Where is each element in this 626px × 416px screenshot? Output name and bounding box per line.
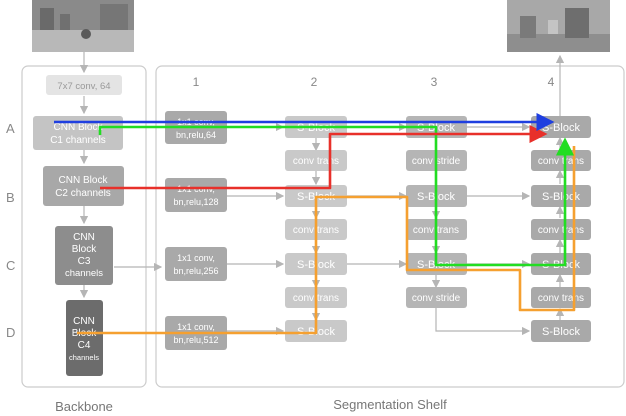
- svg-text:S-Block: S-Block: [542, 326, 580, 338]
- conv1x1-b: 1x1 conv, bn,relu,128: [165, 178, 227, 212]
- svg-text:conv trans: conv trans: [538, 293, 584, 304]
- cnn-block-c: CNN Block C3 channels: [55, 226, 113, 285]
- sblock-d4: S-Block: [531, 320, 591, 342]
- svg-text:conv stride: conv stride: [412, 293, 461, 304]
- svg-text:channels: channels: [65, 268, 103, 279]
- svg-text:CNN Block: CNN Block: [54, 122, 104, 133]
- svg-text:CNN: CNN: [73, 316, 95, 327]
- input-image: [32, 0, 134, 52]
- svg-text:bn,relu,128: bn,relu,128: [173, 197, 218, 207]
- orange-path: [77, 146, 576, 335]
- conv1x1-c: 1x1 conv, bn,relu,256: [165, 247, 227, 281]
- svg-text:bn,relu,64: bn,relu,64: [176, 130, 216, 140]
- shelf-caption: Segmentation Shelf: [333, 397, 447, 412]
- svg-text:C3: C3: [78, 256, 91, 267]
- svg-text:conv trans: conv trans: [538, 225, 584, 236]
- column-label-2: 2: [311, 75, 318, 89]
- svg-text:1x1 conv,: 1x1 conv,: [177, 322, 215, 332]
- svg-text:C2 channels: C2 channels: [55, 188, 111, 199]
- svg-text:C4: C4: [78, 340, 91, 351]
- svg-text:CNN Block: CNN Block: [59, 175, 109, 186]
- convtrans-cd4: conv trans: [531, 287, 591, 308]
- svg-text:conv trans: conv trans: [538, 156, 584, 167]
- row-label-c: C: [6, 258, 15, 273]
- convtrans-ab2: conv trans: [285, 150, 347, 171]
- stem-conv-label: 7x7 conv, 64: [57, 81, 110, 92]
- shelf-panel: [155, 65, 625, 388]
- svg-text:Block: Block: [72, 244, 97, 255]
- svg-text:S-Block: S-Block: [542, 122, 580, 134]
- cnn-block-d: CNN Block C4 channels: [66, 300, 103, 376]
- stem-conv-block: 7x7 conv, 64: [46, 75, 122, 95]
- output-image: [507, 0, 610, 52]
- svg-text:conv trans: conv trans: [293, 156, 339, 167]
- svg-text:CNN: CNN: [73, 232, 95, 243]
- row-label-d: D: [6, 325, 15, 340]
- svg-text:C1 channels: C1 channels: [50, 135, 106, 146]
- red-path: [100, 124, 548, 190]
- svg-text:bn,relu,256: bn,relu,256: [173, 266, 218, 276]
- svg-text:S-Block: S-Block: [542, 191, 580, 203]
- row-label-a: A: [6, 121, 15, 136]
- cnn-block-a: CNN Block C1 channels: [33, 116, 123, 150]
- svg-text:bn,relu,512: bn,relu,512: [173, 335, 218, 345]
- cnn-block-b: CNN Block C2 channels: [43, 166, 124, 206]
- column-label-1: 1: [193, 75, 200, 89]
- column-label-3: 3: [431, 75, 438, 89]
- row-label-b: B: [6, 190, 15, 205]
- convtrans-bc4: conv trans: [531, 219, 591, 240]
- convtrans-ab4: conv trans: [531, 150, 591, 171]
- convstride-cd3: conv stride: [406, 287, 467, 308]
- svg-text:1x1 conv,: 1x1 conv,: [177, 253, 215, 263]
- svg-text:channels: channels: [69, 353, 99, 362]
- column-label-4: 4: [548, 75, 555, 89]
- backbone-caption: Backbone: [55, 399, 113, 414]
- sblock-b4: S-Block: [531, 185, 591, 207]
- green-path: [98, 125, 575, 267]
